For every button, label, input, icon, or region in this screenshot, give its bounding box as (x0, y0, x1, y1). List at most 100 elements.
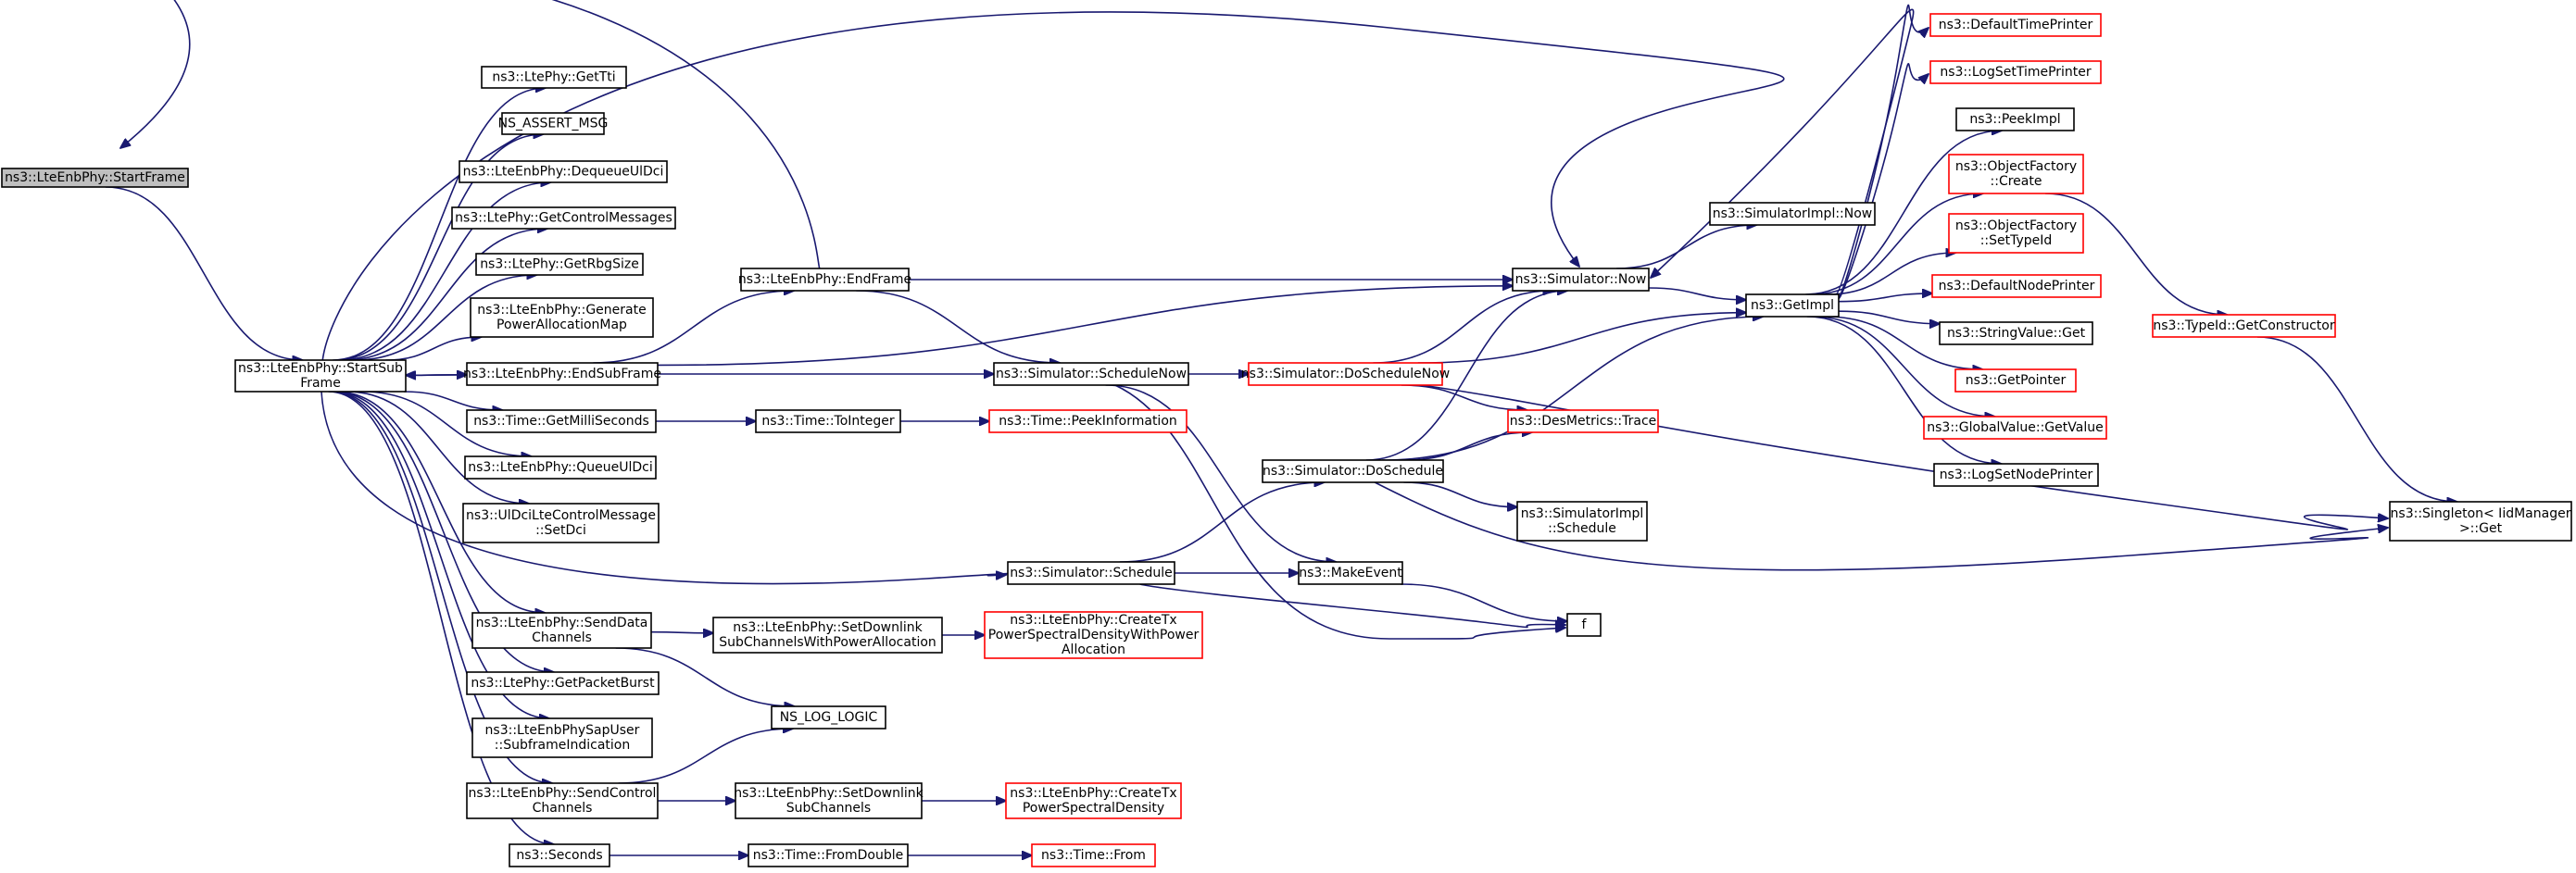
node-end-frame[interactable]: ns3::LteEnbPhy::EndFrame (738, 268, 911, 292)
node-box (735, 782, 923, 819)
node-label: ns3::LteEnbPhy::SetDownlink (733, 620, 923, 635)
node-box (748, 843, 909, 867)
node-label: ns3::Simulator::DoSchedule (1263, 464, 1443, 479)
node-get-packet-burst[interactable]: ns3::LtePhy::GetPacketBurst (466, 671, 660, 695)
call-edge-start-sub-frame-to-get-packet-burst (333, 391, 554, 672)
call-edge-start-sub-frame-to-get-tti (333, 88, 546, 361)
node-create-tx-psd[interactable]: ns3::LteEnbPhy::CreateTxPowerSpectralDen… (1005, 782, 1182, 819)
node-create-tx-psd-power[interactable]: ns3::LteEnbPhy::CreateTxPowerSpectralDen… (984, 611, 1203, 659)
call-edge-start-sub-frame-to-subframe-indication (331, 391, 549, 718)
node-from-double[interactable]: ns3::Time::FromDouble (748, 843, 909, 867)
node-label: ns3::LteEnbPhy::StartFrame (5, 170, 185, 185)
node-default-node-printer[interactable]: ns3::DefaultNodePrinter (1931, 274, 2102, 298)
call-edge-get-impl-to-default-node-printer (1838, 293, 1932, 303)
call-edge-get-impl-to-get-pointer (1825, 316, 1983, 369)
node-label: ns3::StringValue::Get (1947, 326, 2086, 341)
call-edge-end-frame-to-schedule-now (856, 290, 1060, 363)
node-queue-ul-dci[interactable]: ns3::LteEnbPhy::QueueUlDci (464, 455, 657, 480)
node-label: ns3::LteEnbPhy::QueueUlDci (468, 460, 653, 475)
call-edge-schedule-to-f (1139, 583, 1565, 627)
node-box (1939, 321, 2093, 345)
node-peek-information[interactable]: ns3::Time::PeekInformation (988, 409, 1187, 433)
node-get-constructor[interactable]: ns3::TypeId::GetConstructor (2152, 314, 2336, 338)
node-label: ns3::SimulatorImpl (1521, 506, 1644, 521)
call-edge-get-constructor-to-singleton-get (2257, 336, 2457, 502)
node-make-event[interactable]: ns3::MakeEvent (1298, 561, 1403, 585)
node-get-tti[interactable]: ns3::LtePhy::GetTti (481, 66, 627, 89)
node-label: ns3::LteEnbPhy::SendData (476, 616, 648, 630)
node-box (1955, 107, 2075, 131)
node-ns-assert-msg[interactable]: NS_ASSERT_MSG (498, 112, 609, 135)
call-edge-start-sub-frame-to-get-rbg-size (354, 275, 536, 361)
node-get-control-messages[interactable]: ns3::LtePhy::GetControlMessages (451, 206, 676, 230)
node-label: ns3::LteEnbPhy::DequeueUlDci (463, 165, 664, 180)
node-f[interactable]: f (1566, 613, 1602, 637)
call-edge-start-sub-frame-to-generate-power-map (385, 337, 481, 361)
node-des-metrics-trace[interactable]: ns3::DesMetrics::Trace (1507, 409, 1659, 433)
node-box (471, 717, 653, 758)
node-to-integer[interactable]: ns3::Time::ToInteger (755, 409, 901, 433)
node-get-pointer[interactable]: ns3::GetPointer (1954, 368, 2077, 393)
node-get-rbg-size[interactable]: ns3::LtePhy::GetRbgSize (475, 253, 644, 276)
node-schedule-now[interactable]: ns3::Simulator::ScheduleNow (993, 362, 1189, 386)
node-subframe-indication[interactable]: ns3::LteEnbPhySapUser::SubframeIndicatio… (471, 717, 653, 758)
node-global-value-get-value[interactable]: ns3::GlobalValue::GetValue (1923, 416, 2107, 440)
node-object-factory-set-type-id[interactable]: ns3::ObjectFactory::SetTypeId (1948, 213, 2084, 254)
node-impl-now[interactable]: ns3::SimulatorImpl::Now (1709, 202, 1876, 226)
node-time-from[interactable]: ns3::Time::From (1031, 843, 1156, 867)
call-edge-start-sub-frame-to-queue-ul-dci (361, 391, 531, 456)
node-start-frame[interactable]: ns3::LteEnbPhy::StartFrame (1, 168, 189, 188)
node-box (1516, 501, 1648, 542)
call-edge-end-sub-frame-to-end-frame (593, 291, 794, 364)
node-default-time-printer[interactable]: ns3::DefaultTimePrinter (1929, 13, 2102, 37)
node-simulator-now[interactable]: ns3::Simulator::Now (1512, 268, 1650, 292)
node-dequeue-ul-dci[interactable]: ns3::LteEnbPhy::DequeueUlDci (459, 160, 668, 183)
node-log-set-time-printer[interactable]: ns3::LogSetTimePrinter (1929, 60, 2102, 84)
node-label: ns3::LteEnbPhy::EndFrame (738, 272, 911, 287)
node-set-dci[interactable]: ns3::UlDciLteControlMessage::SetDci (462, 503, 660, 543)
node-object-factory-create[interactable]: ns3::ObjectFactory::Create (1948, 154, 2084, 194)
node-do-schedule[interactable]: ns3::Simulator::DoSchedule (1262, 459, 1444, 483)
call-edge-start-sub-frame-to-get-milli-seconds (404, 391, 502, 410)
node-label: ns3::Time::ToInteger (761, 414, 895, 429)
node-box (1031, 843, 1156, 867)
node-end-sub-frame[interactable]: ns3::LteEnbPhy::EndSubFrame (463, 362, 661, 386)
call-edge-start-frame-to-start-sub-frame (105, 186, 303, 360)
node-box (466, 362, 659, 386)
node-label: ns3::SimulatorImpl::Now (1713, 206, 1873, 221)
node-label: ns3::LteEnbPhy::SendControl (469, 786, 657, 801)
node-box (1923, 416, 2107, 440)
call-edge-get-impl-to-log-set-time-printer (1838, 63, 1929, 300)
node-label: ns3::TypeId::GetConstructor (2153, 318, 2334, 333)
call-edge-get-impl-to-string-value-get (1838, 310, 1940, 324)
node-label: ns3::UlDciLteControlMessage (466, 508, 656, 523)
node-get-impl[interactable]: ns3::GetImpl (1745, 293, 1840, 318)
node-do-schedule-now[interactable]: ns3::Simulator::DoScheduleNow (1241, 362, 1450, 386)
node-box (1, 168, 189, 188)
function-nodes: ns3::LteEnbPhy::StartFramens3::LteEnbPhy… (1, 13, 2572, 867)
node-box (1566, 613, 1602, 637)
node-peek-impl[interactable]: ns3::PeekImpl (1955, 107, 2075, 131)
node-seconds[interactable]: ns3::Seconds (509, 843, 610, 867)
node-string-value-get[interactable]: ns3::StringValue::Get (1939, 321, 2093, 345)
node-singleton-get[interactable]: ns3::Singleton< IidManager>::Get (2389, 501, 2572, 542)
node-ns-log-logic[interactable]: NS_LOG_LOGIC (771, 705, 886, 730)
node-schedule[interactable]: ns3::Simulator::Schedule (1007, 561, 1175, 585)
node-box (1931, 274, 2102, 298)
node-generate-power-map[interactable]: ns3::LteEnbPhy::GeneratePowerAllocationM… (470, 297, 654, 338)
node-box (464, 455, 657, 480)
node-set-downlink-power[interactable]: ns3::LteEnbPhy::SetDownlinkSubChannelsWi… (712, 617, 943, 654)
node-get-milli-seconds[interactable]: ns3::Time::GetMilliSeconds (466, 409, 657, 433)
node-impl-schedule[interactable]: ns3::SimulatorImpl::Schedule (1516, 501, 1648, 542)
call-edge-start-sub-frame-to-schedule (320, 391, 1029, 585)
node-box (234, 359, 407, 393)
node-label: ::SetDci (535, 523, 586, 538)
node-label: ns3::Simulator::Now (1515, 272, 1647, 287)
node-log-set-node-printer[interactable]: ns3::LogSetNodePrinter (1933, 463, 2099, 487)
call-edge-start-sub-frame-to-ns-assert-msg (334, 134, 544, 361)
